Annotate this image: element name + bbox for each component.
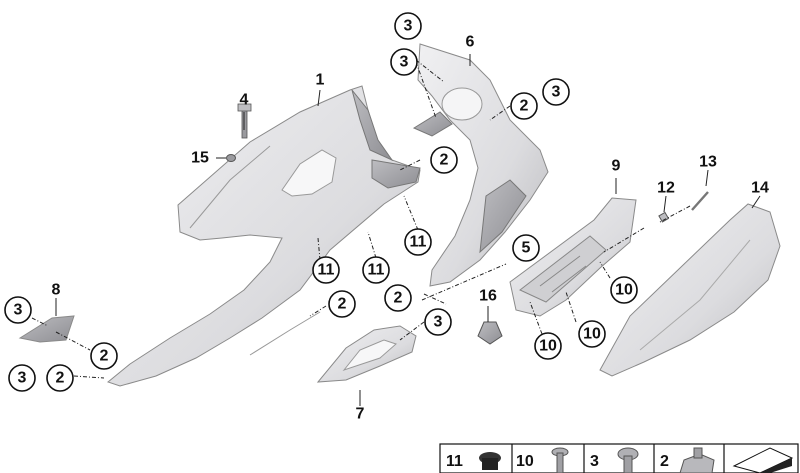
callout-label: 8 — [52, 282, 61, 299]
callout-2: 2 — [90, 342, 118, 370]
callout-1: 1 — [316, 72, 325, 89]
part-1-side-fairing — [106, 85, 421, 387]
callout-label: 2 — [440, 152, 449, 169]
callout-4: 4 — [240, 92, 249, 109]
callout-label: 7 — [356, 406, 365, 423]
callout-5: 5 — [512, 234, 540, 262]
callout-2: 2 — [328, 290, 356, 318]
clip-nut-icon — [679, 447, 715, 473]
part-14-cover — [599, 203, 781, 377]
part-16-nut — [477, 321, 503, 345]
callout-label: 14 — [751, 180, 769, 197]
callout-label: 11 — [368, 262, 385, 279]
callout-6: 6 — [466, 34, 475, 51]
callout-11: 11 — [312, 256, 340, 284]
legend-label: 2 — [660, 453, 669, 470]
callout-7: 7 — [356, 406, 365, 423]
hardware-legend: 11 10 3 2 — [439, 443, 799, 473]
callout-16: 16 — [479, 288, 497, 305]
callout-14: 14 — [751, 180, 769, 197]
callout-3: 3 — [394, 12, 422, 40]
callout-3: 3 — [390, 48, 418, 76]
callout-label: 3 — [14, 302, 23, 319]
callout-2: 2 — [430, 146, 458, 174]
arrow-icon — [732, 447, 794, 473]
callout-label: 12 — [657, 180, 675, 197]
callout-label: 1 — [316, 72, 325, 89]
callout-label: 3 — [552, 84, 561, 101]
part-6-inner-panel — [412, 43, 549, 287]
callout-3: 3 — [542, 78, 570, 106]
part-12-bolt — [658, 211, 670, 223]
callout-label: 2 — [100, 348, 109, 365]
callout-13: 13 — [699, 154, 717, 171]
part-8-bracket — [18, 315, 75, 343]
legend-cell: 2 — [660, 447, 715, 473]
part-7-lower-vent — [316, 325, 417, 383]
callout-label: 13 — [699, 154, 717, 171]
callout-label: 2 — [394, 290, 403, 307]
callout-11: 11 — [404, 228, 432, 256]
leader-lines — [31, 54, 761, 406]
callout-label: 3 — [434, 314, 443, 331]
part-15-clip — [226, 154, 236, 162]
legend-label: 3 — [590, 453, 599, 470]
callout-label: 10 — [615, 282, 633, 299]
legend-label: 11 — [446, 453, 463, 470]
callout-11: 11 — [362, 256, 390, 284]
callout-label: 16 — [479, 288, 497, 305]
callout-label: 11 — [318, 262, 335, 279]
callout-label: 3 — [18, 370, 27, 387]
callout-12: 12 — [657, 180, 675, 197]
callout-label: 11 — [410, 234, 427, 251]
callout-2: 2 — [384, 284, 412, 312]
callout-10: 10 — [578, 320, 606, 348]
callout-label: 10 — [539, 338, 557, 355]
part-9-tray — [509, 197, 637, 317]
callout-8: 8 — [52, 282, 61, 299]
callout-label: 9 — [612, 158, 621, 175]
callout-label: 15 — [191, 150, 209, 167]
callout-9: 9 — [612, 158, 621, 175]
callout-15: 15 — [191, 150, 209, 167]
callout-label: 3 — [404, 18, 413, 35]
bolt-icon — [617, 447, 639, 473]
legend-label: 10 — [516, 453, 534, 470]
callout-label: 4 — [240, 92, 249, 109]
callout-label: 3 — [400, 54, 409, 71]
legend-cell: 3 — [590, 447, 639, 473]
legend-cell — [732, 447, 794, 473]
callout-label: 2 — [520, 98, 529, 115]
callout-label: 6 — [466, 34, 475, 51]
callout-3: 3 — [4, 296, 32, 324]
callout-2: 2 — [46, 364, 74, 392]
callout-label: 2 — [338, 296, 347, 313]
callout-3: 3 — [424, 308, 452, 336]
callout-3: 3 — [8, 364, 36, 392]
callout-10: 10 — [534, 332, 562, 360]
callout-label: 5 — [522, 240, 531, 257]
legend-cell: 10 — [516, 447, 569, 473]
screw-icon — [551, 447, 569, 473]
part-13-rod — [691, 191, 709, 211]
legend-cell: 11 — [446, 452, 501, 470]
callout-10: 10 — [610, 276, 638, 304]
callout-label: 10 — [583, 326, 601, 343]
callout-2: 2 — [510, 92, 538, 120]
callout-label: 2 — [56, 370, 65, 387]
grommet-icon — [479, 452, 501, 470]
